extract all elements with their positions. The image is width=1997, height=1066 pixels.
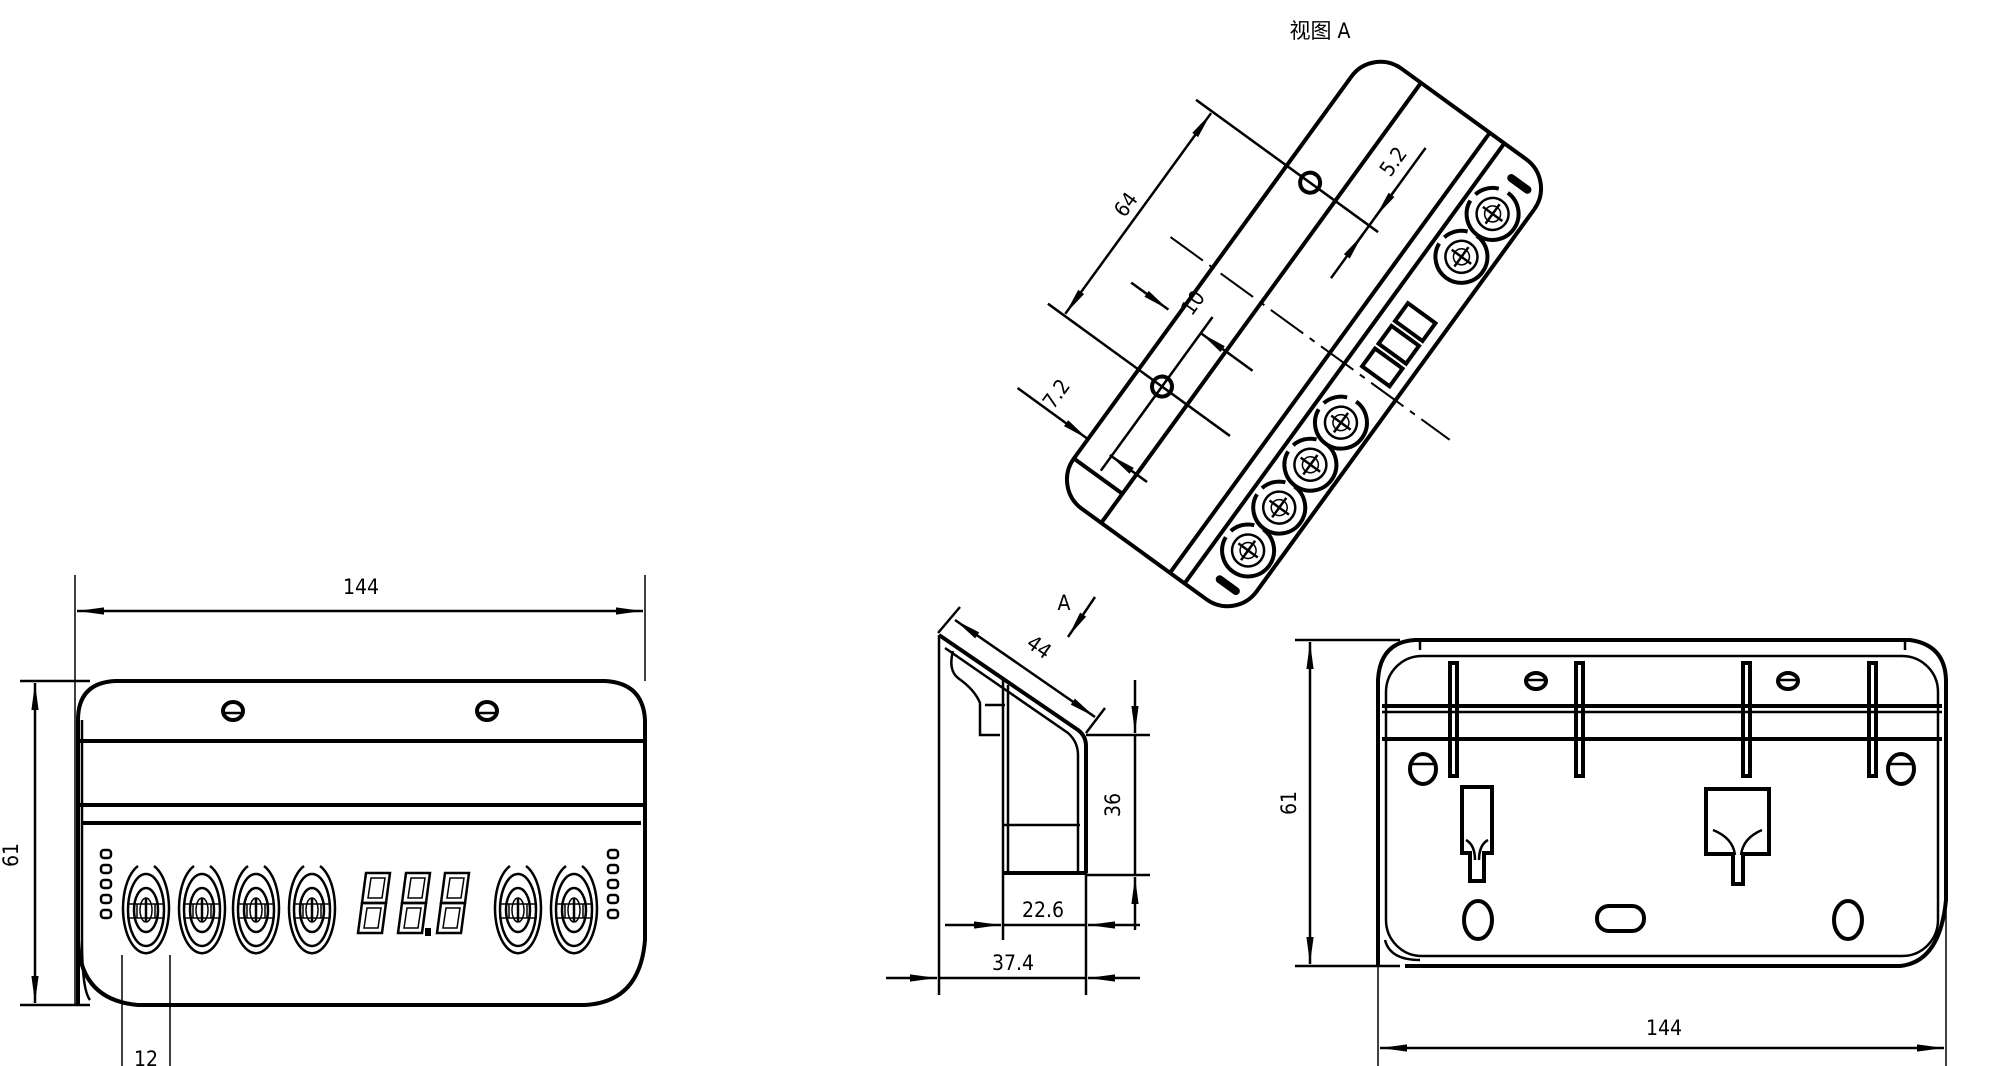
centerline <box>1169 236 1451 441</box>
dim-width-label: 144 <box>343 575 379 599</box>
view-a-title: 视图 A <box>1290 19 1351 43</box>
side-view: 44 A 36 22.6 37.4 <box>886 591 1150 995</box>
keyhole-slot <box>1460 785 1494 883</box>
front-body-outline <box>76 679 647 1007</box>
view-arrow-label: A <box>1058 591 1071 615</box>
button-2 <box>177 864 227 955</box>
button-3 <box>231 864 281 955</box>
mounting-hole <box>475 700 499 722</box>
button-1 <box>121 864 171 955</box>
button-5 <box>493 864 543 955</box>
led-indicators-left <box>99 848 113 920</box>
view-a-display <box>1359 300 1439 390</box>
rib <box>1448 661 1459 778</box>
rib <box>1867 661 1878 778</box>
dim-button-pitch-label: 12 <box>134 1047 158 1066</box>
dim-offset-label: 10 <box>1176 286 1210 320</box>
dim-hole-spacing-label: 64 <box>1109 188 1143 222</box>
rear-view: 61 144 <box>1277 638 1948 1066</box>
mounting-hole <box>221 700 245 722</box>
dim-height-36-label: 36 <box>1101 793 1125 817</box>
dim-slope-label: 44 <box>1022 631 1055 664</box>
led-indicators-right <box>606 848 620 920</box>
rear-dim-height-label: 61 <box>1277 791 1301 815</box>
view-direction-arrow <box>1066 596 1097 638</box>
rib <box>1574 661 1585 778</box>
button-4 <box>287 864 337 955</box>
dim-depth-inner-label: 22.6 <box>1022 898 1064 922</box>
view-a: 64 5.2 10 7.2 <box>1016 59 1544 609</box>
seven-segment-display <box>356 871 471 936</box>
dim-depth-total-label: 37.4 <box>992 951 1034 975</box>
dim-height-label: 61 <box>0 843 23 867</box>
front-view: 144 61 12 <box>0 575 647 1066</box>
rear-dim-width-label: 144 <box>1646 1016 1682 1040</box>
keyhole-slot <box>1704 787 1771 886</box>
rib <box>1741 661 1752 778</box>
button-6 <box>549 864 599 955</box>
